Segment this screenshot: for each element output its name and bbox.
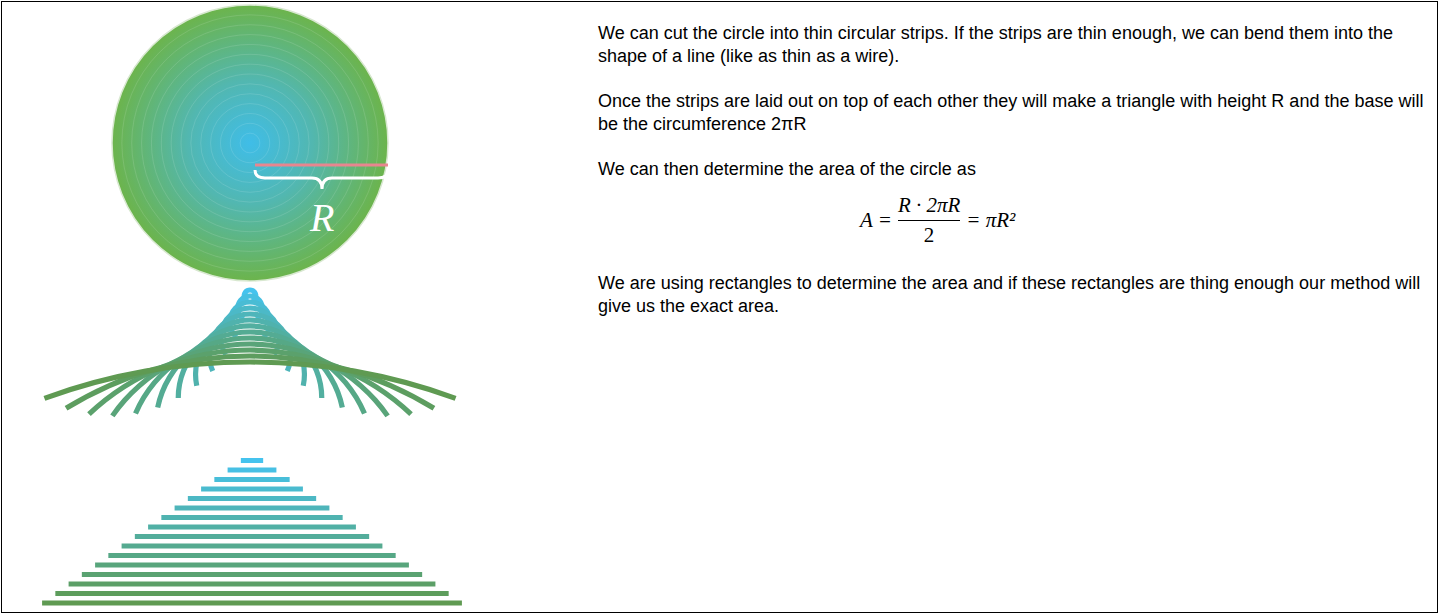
explanation-text: We can cut the circle into thin circular… (598, 22, 1428, 68)
bent-strip (155, 329, 345, 408)
straight-strip (188, 496, 316, 501)
straight-strip (228, 468, 277, 473)
straight-strip (201, 487, 303, 492)
ring-line (171, 64, 329, 222)
fraction-bar (898, 220, 960, 221)
bent-strip (133, 335, 367, 414)
formula-right: = πR² (966, 208, 1015, 233)
straight-strip (55, 591, 448, 596)
straight-strip (69, 582, 436, 587)
ring-line (142, 35, 359, 252)
ring-line (122, 15, 378, 271)
ring-line (211, 104, 290, 183)
ring-line (151, 44, 348, 241)
straight-strip (214, 477, 289, 482)
ring-line (230, 123, 269, 162)
radius-brace (255, 170, 388, 189)
explanation-text: We can then determine the area of the ci… (598, 158, 1428, 181)
text-column: We can cut the circle into thin circular… (598, 22, 1428, 340)
straight-strip (108, 553, 395, 558)
straight-strip (161, 515, 342, 520)
unrolled-strips (44, 287, 457, 417)
ring-line (181, 74, 319, 212)
bent-strip (44, 359, 457, 400)
fraction: R · 2πR 2 (898, 193, 960, 248)
ring-line (132, 25, 369, 262)
area-formula: A =R · 2πR 2 = πR² (860, 193, 1428, 248)
straight-strip (148, 525, 356, 530)
strip-triangle (42, 458, 462, 606)
straight-strip (175, 506, 330, 511)
formula-left: A = (860, 208, 892, 233)
ring-line (240, 133, 260, 153)
straight-strip (42, 601, 462, 606)
straight-strip (122, 544, 383, 549)
straight-strip (241, 458, 263, 463)
ring-lines (122, 15, 378, 271)
fraction-numerator: R · 2πR (898, 193, 960, 218)
bent-strip (110, 341, 390, 417)
fraction-denominator: 2 (924, 223, 935, 248)
ring-line (191, 84, 309, 202)
explanation-text: We are using rectangles to determine the… (598, 272, 1428, 318)
radius-line (255, 164, 388, 167)
straight-strip (135, 534, 369, 539)
explanation-text: Once the strips are laid out on top of e… (598, 90, 1428, 136)
radius-label: R (310, 194, 334, 241)
straight-strip (82, 572, 422, 577)
circle-disc (112, 5, 388, 281)
straight-strip (95, 563, 409, 568)
